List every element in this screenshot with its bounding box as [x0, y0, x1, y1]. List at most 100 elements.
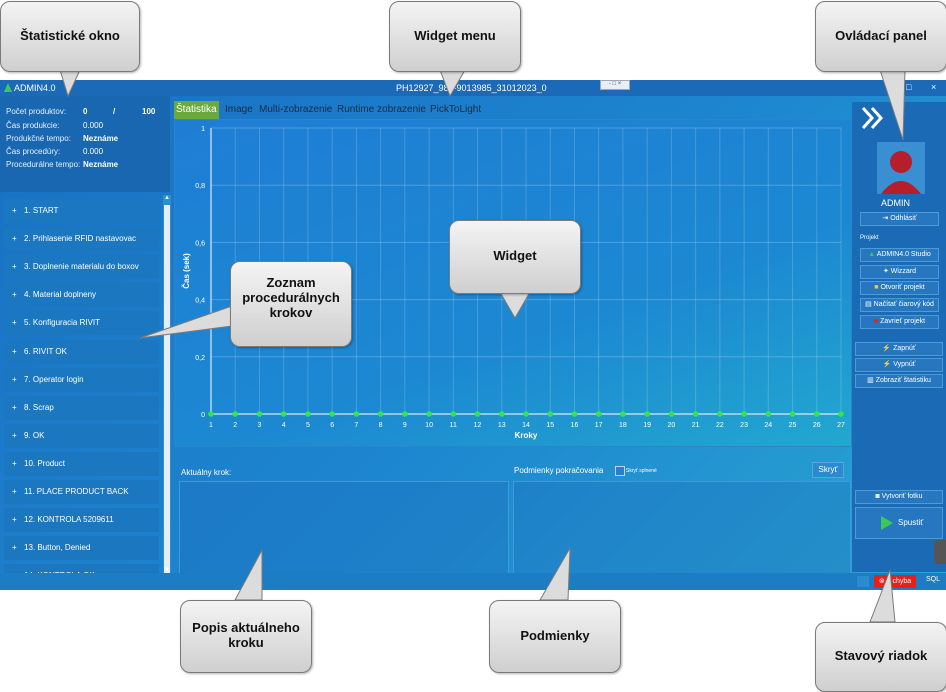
- studio-icon: ▲: [868, 251, 877, 258]
- arrow-conditions: [539, 547, 571, 601]
- list-item[interactable]: +4. Material doplneny: [4, 283, 159, 308]
- step-label: 1. START: [24, 206, 59, 215]
- data-point: [474, 411, 481, 417]
- power-on-label: Zapnúť: [893, 345, 916, 352]
- expand-icon[interactable]: +: [12, 543, 17, 553]
- tab-picktolight[interactable]: PickToLight: [430, 104, 482, 115]
- hide-fulfilled-checkbox[interactable]: [615, 466, 625, 476]
- expand-icon[interactable]: +: [12, 290, 17, 300]
- list-item[interactable]: +13. Button, Denied: [4, 536, 159, 561]
- app-title: ADMIN4.0: [14, 83, 56, 93]
- list-item[interactable]: +3. Doplnenie materialu do boxov: [4, 255, 159, 280]
- current-step-label: Aktuálny krok:: [181, 468, 232, 477]
- expand-icon[interactable]: +: [12, 374, 17, 384]
- load-barcode-button[interactable]: ▤ Načítať čiarový kód: [860, 298, 939, 312]
- run-button[interactable]: Spustiť: [855, 507, 943, 539]
- scroll-thumb[interactable]: [164, 205, 170, 575]
- list-item[interactable]: +12. KONTROLA 5209611: [4, 508, 159, 533]
- list-item[interactable]: +1. START: [4, 199, 159, 223]
- data-point: [595, 411, 602, 417]
- camera-icon: ◙: [875, 493, 882, 500]
- take-photo-button[interactable]: ◙ Vytvoriť fotku: [855, 490, 943, 504]
- run-label: Spustiť: [898, 518, 924, 527]
- list-item[interactable]: +8. Scrap: [4, 395, 159, 420]
- tab-statistika[interactable]: Štatistika: [174, 101, 219, 119]
- power-on-button[interactable]: ⚡ Zapnúť: [855, 342, 943, 356]
- x-tick-label: 24: [764, 422, 772, 429]
- collapse-panel-icon[interactable]: [860, 106, 884, 130]
- x-axis-label: Kroky: [515, 431, 538, 440]
- data-point: [620, 411, 626, 417]
- hide-button[interactable]: Skryť: [812, 462, 844, 478]
- arrow-steps-list: [139, 305, 233, 339]
- x-tick-label: 8: [379, 422, 383, 429]
- x-tick-label: 15: [546, 422, 554, 429]
- list-item[interactable]: +11. PLACE PRODUCT BACK: [4, 480, 159, 504]
- expand-icon[interactable]: +: [12, 430, 17, 440]
- x-tick-label: 27: [837, 422, 845, 429]
- tab-runtime-zobrazenie[interactable]: Runtime zobrazenie: [337, 104, 426, 115]
- stat-separator: /: [113, 107, 116, 116]
- power-on-icon: ⚡: [882, 345, 894, 352]
- steps-scrollbar[interactable]: ▲ ▼: [163, 195, 171, 576]
- scroll-up-icon[interactable]: ▲: [164, 195, 170, 201]
- wizzard-button[interactable]: ✦ Wizzard: [860, 265, 939, 279]
- admin-studio-button[interactable]: ▲ ADMIN4.0 Studio: [860, 248, 939, 262]
- expand-icon[interactable]: +: [12, 487, 17, 496]
- tab-image[interactable]: Image: [225, 104, 253, 115]
- stat-value: 0: [83, 107, 88, 116]
- expand-icon[interactable]: +: [12, 234, 17, 244]
- expand-icon[interactable]: +: [12, 262, 17, 272]
- sql-status: SQL: [926, 576, 941, 583]
- hide-fulfilled-label: Skryť splnené: [626, 468, 657, 474]
- stat-value: 0.000: [83, 147, 104, 156]
- open-project-label: Otvoriť projekt: [880, 284, 925, 291]
- show-statistics-button[interactable]: ▥ Zobraziť štatistiku: [855, 374, 943, 388]
- expand-icon[interactable]: +: [12, 346, 17, 356]
- close-button[interactable]: ×: [931, 82, 937, 92]
- list-item[interactable]: +2. Prihlasenie RFID nastavovac: [4, 227, 159, 252]
- side-handle[interactable]: [934, 540, 946, 564]
- arrow-status-row: [869, 569, 896, 623]
- data-point: [789, 411, 796, 417]
- maximize-button[interactable]: □: [906, 82, 912, 92]
- stat-value: Neznáme: [83, 160, 119, 169]
- data-point: [353, 411, 360, 417]
- list-item[interactable]: +9. OK: [4, 423, 159, 448]
- x-tick-label: 19: [643, 422, 651, 429]
- logout-button[interactable]: ⇥ Odhlásiť: [860, 212, 939, 226]
- power-off-button[interactable]: ⚡ Vypnúť: [855, 358, 943, 372]
- x-tick-label: 25: [789, 422, 797, 429]
- data-point: [402, 411, 408, 417]
- close-project-button[interactable]: ■ Zavrieť projekt: [860, 315, 939, 329]
- logout-icon: ⇥: [882, 215, 891, 222]
- step-label: 6. RIVIT OK: [24, 346, 67, 356]
- expand-icon[interactable]: +: [12, 318, 17, 328]
- arrow-control-panel: [879, 69, 906, 141]
- stat-label: Procedurálne tempo:: [6, 160, 81, 169]
- expand-icon[interactable]: +: [12, 206, 17, 215]
- data-point: [450, 411, 457, 417]
- list-item[interactable]: +6. RIVIT OK: [4, 339, 159, 364]
- callout-widget: Widget: [449, 220, 581, 294]
- scroll-down-icon[interactable]: ▼: [164, 567, 170, 573]
- x-tick-label: 11: [450, 422, 457, 429]
- step-label: 4. Material doplneny: [24, 290, 97, 300]
- data-point: [523, 411, 529, 417]
- minimize-button[interactable]: - □ ×: [600, 80, 630, 90]
- error-count: 1 chyba: [886, 578, 912, 585]
- list-item[interactable]: +10. Product: [4, 451, 159, 476]
- list-item[interactable]: +5. Konfiguracia RIVIT: [4, 311, 159, 336]
- expand-icon[interactable]: +: [12, 402, 17, 412]
- step-label: 13. Button, Denied: [24, 543, 91, 553]
- list-item[interactable]: +7. Operator login: [4, 367, 159, 392]
- y-tick-label: 0,2: [195, 355, 205, 362]
- step-label: 11. PLACE PRODUCT BACK: [24, 487, 129, 496]
- expand-icon[interactable]: +: [12, 515, 17, 525]
- expand-icon[interactable]: +: [12, 458, 17, 468]
- open-project-button[interactable]: ■ Otvoriť projekt: [860, 281, 939, 295]
- tab-multi-zobrazenie[interactable]: Multi-zobrazenie: [259, 104, 333, 115]
- step-label: 5. Konfiguracia RIVIT: [24, 318, 101, 328]
